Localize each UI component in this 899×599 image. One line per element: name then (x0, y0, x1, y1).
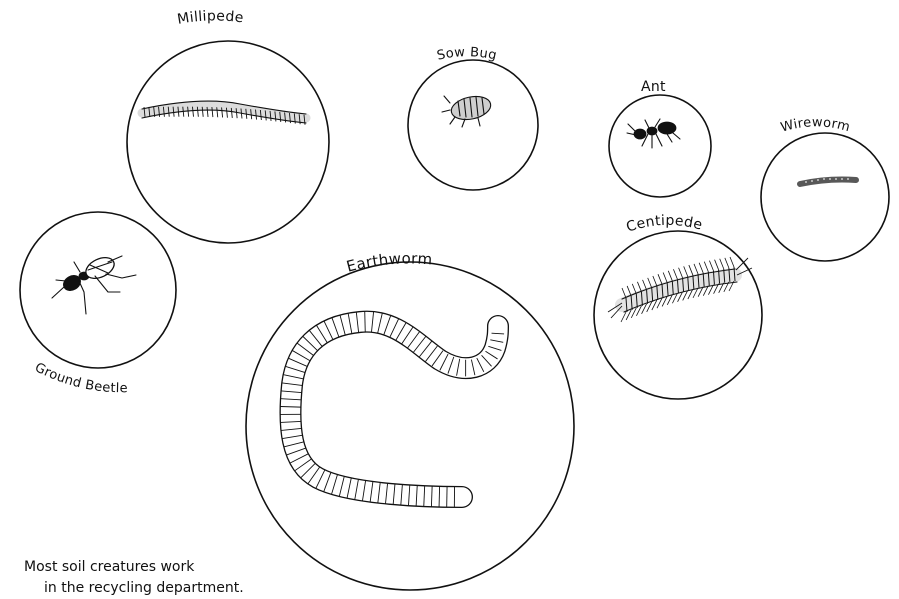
caption-line-1: Most soil creatures work (24, 559, 194, 575)
wireworm-drawing (800, 178, 856, 184)
earthworm-drawing (280, 312, 504, 507)
centipede-drawing (608, 257, 752, 322)
ant-circle (609, 95, 711, 197)
sow-bug-circle (408, 60, 538, 190)
earthworm-panel: Earthworm (246, 249, 574, 590)
millipede-circle (127, 41, 329, 243)
millipede-drawing (142, 101, 306, 125)
millipede-panel: Millipede (127, 8, 329, 243)
earthworm-label: Earthworm (345, 249, 434, 275)
centipede-panel: Centipede (594, 213, 762, 399)
caption: Most soil creatures work in the recyclin… (24, 557, 244, 599)
wireworm-panel: Wireworm (761, 115, 889, 261)
ant-drawing (627, 119, 680, 148)
millipede-label: Millipede (176, 8, 244, 27)
wireworm-circle (761, 133, 889, 261)
ground-beetle-drawing (52, 254, 136, 314)
ground-beetle-panel: Ground Beetle (20, 212, 176, 396)
centipede-circle (594, 231, 762, 399)
caption-line-2: in the recycling department. (24, 578, 244, 599)
sow-bug-drawing (442, 93, 493, 127)
sow-bug-panel: Sow Bug (408, 45, 538, 190)
ant-label: Ant (641, 79, 666, 95)
wireworm-label: Wireworm (779, 115, 852, 135)
ground-beetle-circle (20, 212, 176, 368)
ant-panel: Ant (609, 79, 711, 197)
